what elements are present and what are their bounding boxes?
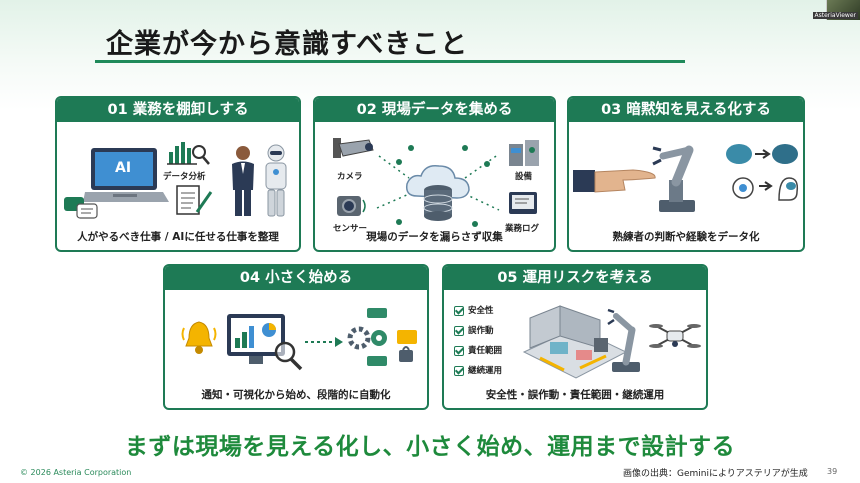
work-log-icon xyxy=(509,192,537,214)
check-item-safety: 安全性 xyxy=(454,304,494,316)
panel-03-caption: 熟練者の判断や経験をデータ化 xyxy=(612,231,760,243)
check-item-malfunction: 誤作動 xyxy=(454,324,494,336)
page-number: 39 xyxy=(827,467,838,476)
factory-floor-icon xyxy=(522,305,628,379)
panel-04-caption: 通知・可視化から始め、段階的に自動化 xyxy=(201,389,391,401)
drone-icon xyxy=(649,324,701,348)
panel-01: 01 業務を棚卸しする AI データ分析 xyxy=(55,96,301,252)
automation-gears-icon xyxy=(347,308,417,366)
checkbox-icon xyxy=(454,365,464,376)
camera-label: カメラ xyxy=(337,172,363,182)
pointing-hand-icon xyxy=(573,169,656,193)
data-analysis-label: データ分析 xyxy=(163,172,206,182)
panel-01-caption: 人がやるべき仕事 / AIに任せる仕事を整理 xyxy=(77,231,279,243)
dashboard-magnifier-icon xyxy=(227,314,303,371)
title-underline xyxy=(95,60,685,63)
panel-01-header: 01 業務を棚卸しする xyxy=(57,98,299,122)
laptop-ai-label: AI xyxy=(115,160,132,176)
connection-lines xyxy=(376,145,500,227)
humanoid-robot-icon xyxy=(265,144,287,217)
brain-flow-icon xyxy=(726,144,799,201)
panel-05-caption: 安全性・誤作動・責任範囲・継続運用 xyxy=(485,389,665,401)
panel-02-header: 02 現場データを集める xyxy=(315,98,554,122)
check-item-continuity: 継続運用 xyxy=(454,364,502,376)
camera-overlay-label: AsteriaViewer xyxy=(812,12,858,19)
checkbox-icon xyxy=(454,325,464,336)
sensor-label: センサー xyxy=(333,224,368,234)
footer-source: 画像の出典：Geminiによりアステリアが生成 xyxy=(623,469,808,479)
bell-icon xyxy=(181,321,217,354)
panel-02-caption: 現場のデータを漏らさず収集 xyxy=(366,231,503,243)
panel-04-header: 04 小さく始める xyxy=(165,266,427,290)
panel-03-header: 03 暗黙知を見える化する xyxy=(569,98,803,122)
document-pen-icon xyxy=(176,185,213,215)
footer-copyright: © 2026 Asteria Corporation xyxy=(20,468,132,477)
slogan: まずは現場を見える化し、小さく始め、運用まで設計する xyxy=(124,434,736,460)
slide-title: 企業が今から意識すべきこと xyxy=(106,29,469,60)
dotted-arrow-icon xyxy=(305,337,343,347)
panel-04: 04 小さく始める xyxy=(163,264,429,410)
cloud-database-icon xyxy=(405,164,470,221)
businessman-icon xyxy=(232,146,254,216)
panel-03: 03 暗黙知を見える化する xyxy=(567,96,805,252)
work-log-label: 業務ログ xyxy=(505,224,540,234)
camera-overlay: AsteriaViewer xyxy=(812,0,860,20)
equipment-icon xyxy=(509,140,539,166)
checkbox-icon xyxy=(454,345,464,356)
robot-arm-icon xyxy=(652,145,695,212)
checkbox-icon xyxy=(454,305,464,316)
panel-05: 05 運用リスクを考える 安全性 誤作動 責任範囲 継続運用 xyxy=(442,264,708,410)
security-camera-icon xyxy=(333,138,374,158)
check-item-responsibility: 責任範囲 xyxy=(454,344,502,356)
equipment-label: 設備 xyxy=(515,172,533,182)
laptop-ai-icon xyxy=(83,148,169,202)
sensor-icon xyxy=(337,196,366,216)
chat-bubble-icon xyxy=(64,197,98,219)
panel-05-header: 05 運用リスクを考える xyxy=(444,266,706,290)
chart-magnifier-icon xyxy=(167,142,210,165)
robot-arm-small-icon xyxy=(607,308,640,372)
panel-02: 02 現場データを集める カメラ セン xyxy=(313,96,556,252)
